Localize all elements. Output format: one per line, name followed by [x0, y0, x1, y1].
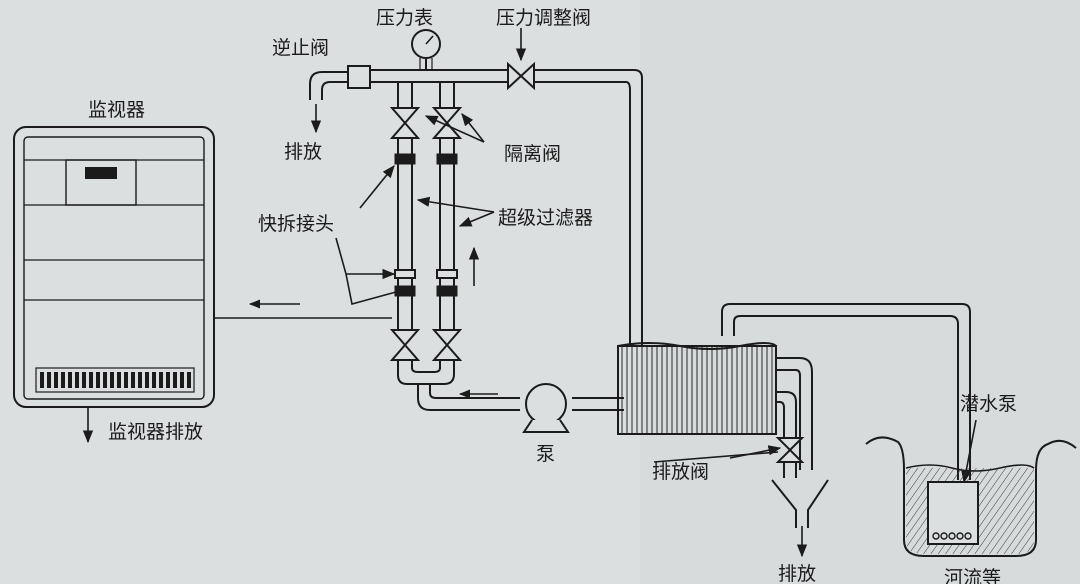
monitor-label: 监视器 [88, 99, 145, 121]
river-label: 河流等 [944, 567, 1001, 584]
vent-slot [47, 372, 51, 388]
monitor-cabinet [13, 126, 215, 408]
monitor-vent-grille [40, 372, 191, 388]
vent-slot [103, 372, 107, 388]
vent-slot [82, 372, 86, 388]
drain-funnel [771, 479, 829, 528]
vent-slot [75, 372, 79, 388]
vent-slot [159, 372, 163, 388]
vent-slot [54, 372, 58, 388]
pressure-gauge-label: 压力表 [376, 7, 433, 29]
isolation-valve-upper-right [431, 107, 463, 139]
isolation-valve-lower-left [389, 329, 421, 361]
vent-slot [187, 372, 191, 388]
piping-network [368, 69, 971, 480]
ultra-filter-label: 超级过滤器 [498, 207, 593, 229]
label-pointers [335, 112, 977, 484]
pressure-gauge [411, 29, 441, 70]
vent-slot [180, 372, 184, 388]
submersible-pump [927, 481, 979, 545]
isolation-valve-upper-left [389, 107, 421, 139]
vent-slot [145, 372, 149, 388]
water-tank [617, 342, 777, 435]
vent-slot [89, 372, 93, 388]
vent-slot [124, 372, 128, 388]
vent-slot [138, 372, 142, 388]
vent-slot [152, 372, 156, 388]
pressure-regulator-label: 压力调整阀 [496, 7, 591, 29]
drain-valve-label: 排放阀 [652, 461, 709, 483]
check-valve [309, 65, 371, 100]
vent-slot [96, 372, 100, 388]
vent-slot [68, 372, 72, 388]
drain-valve [775, 437, 805, 463]
isolation-valve-label: 隔离阀 [504, 143, 561, 165]
isolation-valve-lower-right [431, 329, 463, 361]
bottom-discharge-label: 排放 [778, 563, 816, 584]
quick-coupling-label: 快拆接头 [258, 213, 334, 235]
check-valve-label: 逆止阀 [272, 37, 329, 59]
monitor-drain-label: 监视器排放 [108, 421, 203, 443]
submersible-pump-label: 潜水泵 [960, 393, 1017, 415]
check-valve-discharge-label: 排放 [284, 141, 322, 163]
vent-slot [110, 372, 114, 388]
pressure-regulating-valve [507, 61, 535, 91]
quick-couplings [394, 153, 458, 297]
vent-slot [40, 372, 44, 388]
vent-slot [166, 372, 170, 388]
pump [522, 383, 570, 433]
pump-label: 泵 [536, 443, 555, 465]
vent-slot [117, 372, 121, 388]
vent-slot [131, 372, 135, 388]
vent-slot [173, 372, 177, 388]
vent-slot [61, 372, 65, 388]
